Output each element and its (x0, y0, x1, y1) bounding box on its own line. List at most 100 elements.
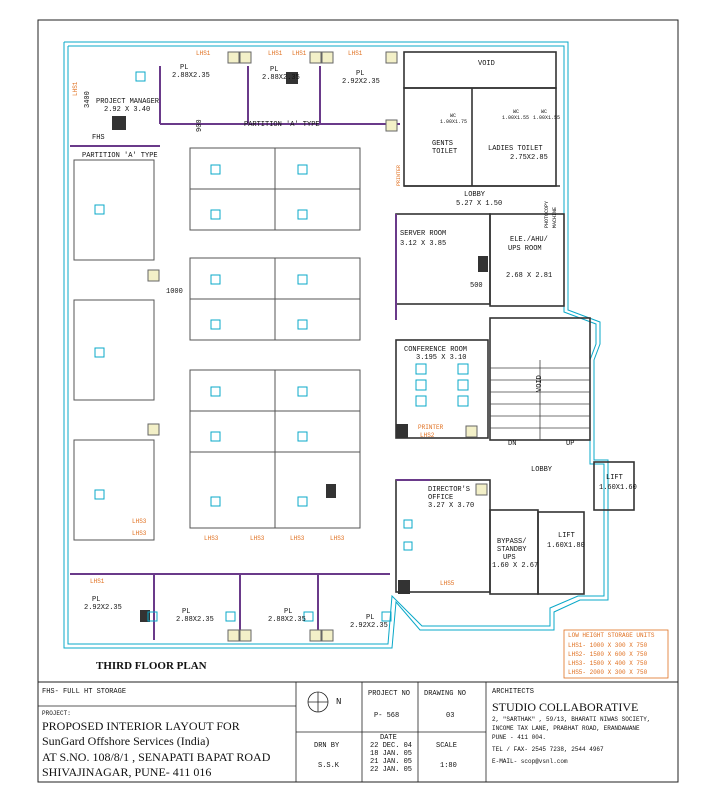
architects-caption: ARCHITECTS (492, 688, 535, 696)
bypass-size: 1.60 X 2.67 (492, 562, 539, 570)
project-line-1: PROPOSED INTERIOR LAYOUT FOR (42, 719, 240, 733)
photocopy-label: PHOTOCOPY MACHINE (544, 200, 558, 228)
partition-a-left-label: PARTITION 'A' TYPE (82, 152, 158, 160)
lobby-top-label: LOBBY (464, 191, 486, 199)
lift-2-size: 1.60X1.80 (547, 542, 585, 550)
gents-toilet-label: GENTS TOILET (432, 140, 458, 156)
partitions (70, 66, 430, 640)
storage-unit-row-1: LHS1- 1000 X 300 X 750 (568, 642, 648, 649)
ladies-toilet-size: 2.75X2.85 (510, 154, 548, 162)
storage-unit-row-2: LHS2- 1500 X 600 X 750 (568, 651, 648, 658)
storage-unit-row-3: LHS3- 1500 X 400 X 750 (568, 660, 648, 667)
pl-bottom-4-label: PL (366, 614, 375, 622)
scale-value: 1:80 (440, 762, 457, 770)
lift-2-label: LIFT (558, 532, 575, 540)
project-no-value: P- 568 (374, 712, 400, 720)
pl-top-3-label: PL (356, 70, 365, 78)
lobby-main-label: LOBBY (531, 466, 553, 474)
email: E-MAIL- scop@vsnl.com (492, 758, 568, 765)
workstations (73, 147, 361, 541)
drn-by-caption: DRN BY (314, 742, 340, 750)
bypass-label-2: STANDBY (497, 546, 527, 554)
lhs3-left-1: LHS3 (132, 518, 147, 525)
fhs-label: FHS (92, 134, 105, 142)
directors-office-label-2: OFFICE (428, 494, 454, 502)
ele-room-label-2: UPS ROOM (508, 245, 542, 253)
dimension-500: 500 (470, 282, 483, 290)
drn-by-value: S.S.K (318, 762, 340, 770)
core-walls (395, 51, 635, 595)
lhs3-bottom-2: LHS3 (250, 535, 265, 542)
project-line-3: AT S.NO. 108/8/1 , SENAPATI BAPAT ROAD (42, 750, 271, 764)
chairs (94, 71, 469, 622)
conference-room-size: 3.195 X 3.10 (416, 354, 467, 362)
tel-fax: TEL / FAX- 2545 7238, 2544 4967 (492, 746, 604, 753)
wc-1-size: 1.00X1.75 (440, 119, 468, 125)
date-2: 18 JAN. 05 (370, 750, 413, 758)
project-manager-size: 2.92 X 3.40 (104, 106, 151, 114)
wc-3-size: 1.00X1.55 (533, 115, 561, 121)
pl-bottom-1-size: 2.92X2.35 (84, 604, 122, 612)
server-room-label: SERVER ROOM (400, 230, 447, 238)
stair-dn-label: DN (508, 440, 517, 448)
lift-1-size: 1.60X1.60 (599, 484, 637, 492)
project-caption: PROJECT: (42, 710, 71, 717)
project-no-caption: PROJECT NO (368, 690, 411, 698)
north-label: N (336, 697, 342, 707)
wc-3-label: WC (541, 109, 548, 115)
pl-bottom-3-label: PL (284, 608, 293, 616)
sheet-border (37, 19, 679, 783)
fhs-legend: FHS- FULL HT STORAGE (42, 688, 127, 696)
lhs3-bottom-1: LHS3 (204, 535, 219, 542)
lhs1-top-3: LHS1 (292, 50, 307, 57)
lift-1-label: LIFT (606, 474, 623, 482)
pl-bottom-1-label: PL (92, 596, 101, 604)
staircase (490, 360, 590, 440)
wc-2-label: WC (513, 109, 520, 115)
wc-2-size: 1.00X1.55 (502, 115, 530, 121)
date-1: 22 DEC. 04 (370, 742, 413, 750)
pl-top-2-size: 2.88X2.35 (262, 74, 300, 82)
address-line-2: INCOME TAX LANE, PRABHAT ROAD, ERANDAWAN… (492, 725, 640, 732)
structural-columns (112, 72, 488, 622)
pl-top-1-size: 2.88X2.35 (172, 72, 210, 80)
lhs1-bottom: LHS1 (90, 578, 105, 585)
wc-1-label: WC (450, 113, 457, 119)
pl-top-3-size: 2.92X2.35 (342, 78, 380, 86)
date-4: 22 JAN. 05 (370, 766, 413, 774)
address-line-1: 2, "SARTHAK" , 59/13, BHARATI NIWAS SOCI… (492, 716, 651, 723)
building-outline (63, 41, 609, 649)
ele-room-label: ELE./AHU/ (510, 236, 548, 244)
conference-room-label: CONFERENCE ROOM (404, 346, 468, 354)
pl-bottom-2-label: PL (182, 608, 191, 616)
scale-caption: SCALE (436, 742, 458, 750)
printer-label-2: PRINTER (418, 424, 444, 431)
lhs2-label: LHS2 (420, 432, 435, 439)
lobby-top-size: 5.27 X 1.50 (456, 200, 503, 208)
stair-up-label: UP (566, 440, 575, 448)
project-line-4: SHIVAJINAGAR, PUNE- 411 016 (42, 765, 212, 779)
north-arrow (307, 691, 329, 713)
storage-unit-row-4: LHS5- 2000 X 300 X 750 (568, 669, 648, 676)
drawing-title: THIRD FLOOR PLAN (96, 660, 207, 672)
lhs3-bottom-3: LHS3 (290, 535, 305, 542)
project-manager-label: PROJECT MANAGER (96, 98, 160, 106)
pl-bottom-4-size: 2.92X2.35 (350, 622, 388, 630)
drawing-no-caption: DRAWING NO (424, 690, 467, 698)
storage-units-title: LOW HEIGHT STORAGE UNITS (568, 632, 655, 639)
drawing-no-value: 03 (446, 712, 455, 720)
date-3: 21 JAN. 05 (370, 758, 413, 766)
lhs3-bottom-4: LHS3 (330, 535, 345, 542)
directors-office-label: DIRECTOR'S (428, 486, 471, 494)
pl-bottom-3-size: 2.88X2.35 (268, 616, 306, 624)
lhs1-top-1: LHS1 (196, 50, 211, 57)
storage-units-legend-box (563, 629, 669, 679)
ele-room-size: 2.68 X 2.81 (506, 272, 553, 280)
lhs3-left-2: LHS3 (132, 530, 147, 537)
printer-label-top: PRINTER (396, 164, 402, 186)
server-room-size: 3.12 X 3.85 (400, 240, 447, 248)
lhs1-top-4: LHS1 (348, 50, 363, 57)
directors-office-size: 3.27 X 3.70 (428, 502, 475, 510)
bypass-label-3: UPS (503, 554, 516, 562)
title-block-grid (38, 682, 487, 782)
